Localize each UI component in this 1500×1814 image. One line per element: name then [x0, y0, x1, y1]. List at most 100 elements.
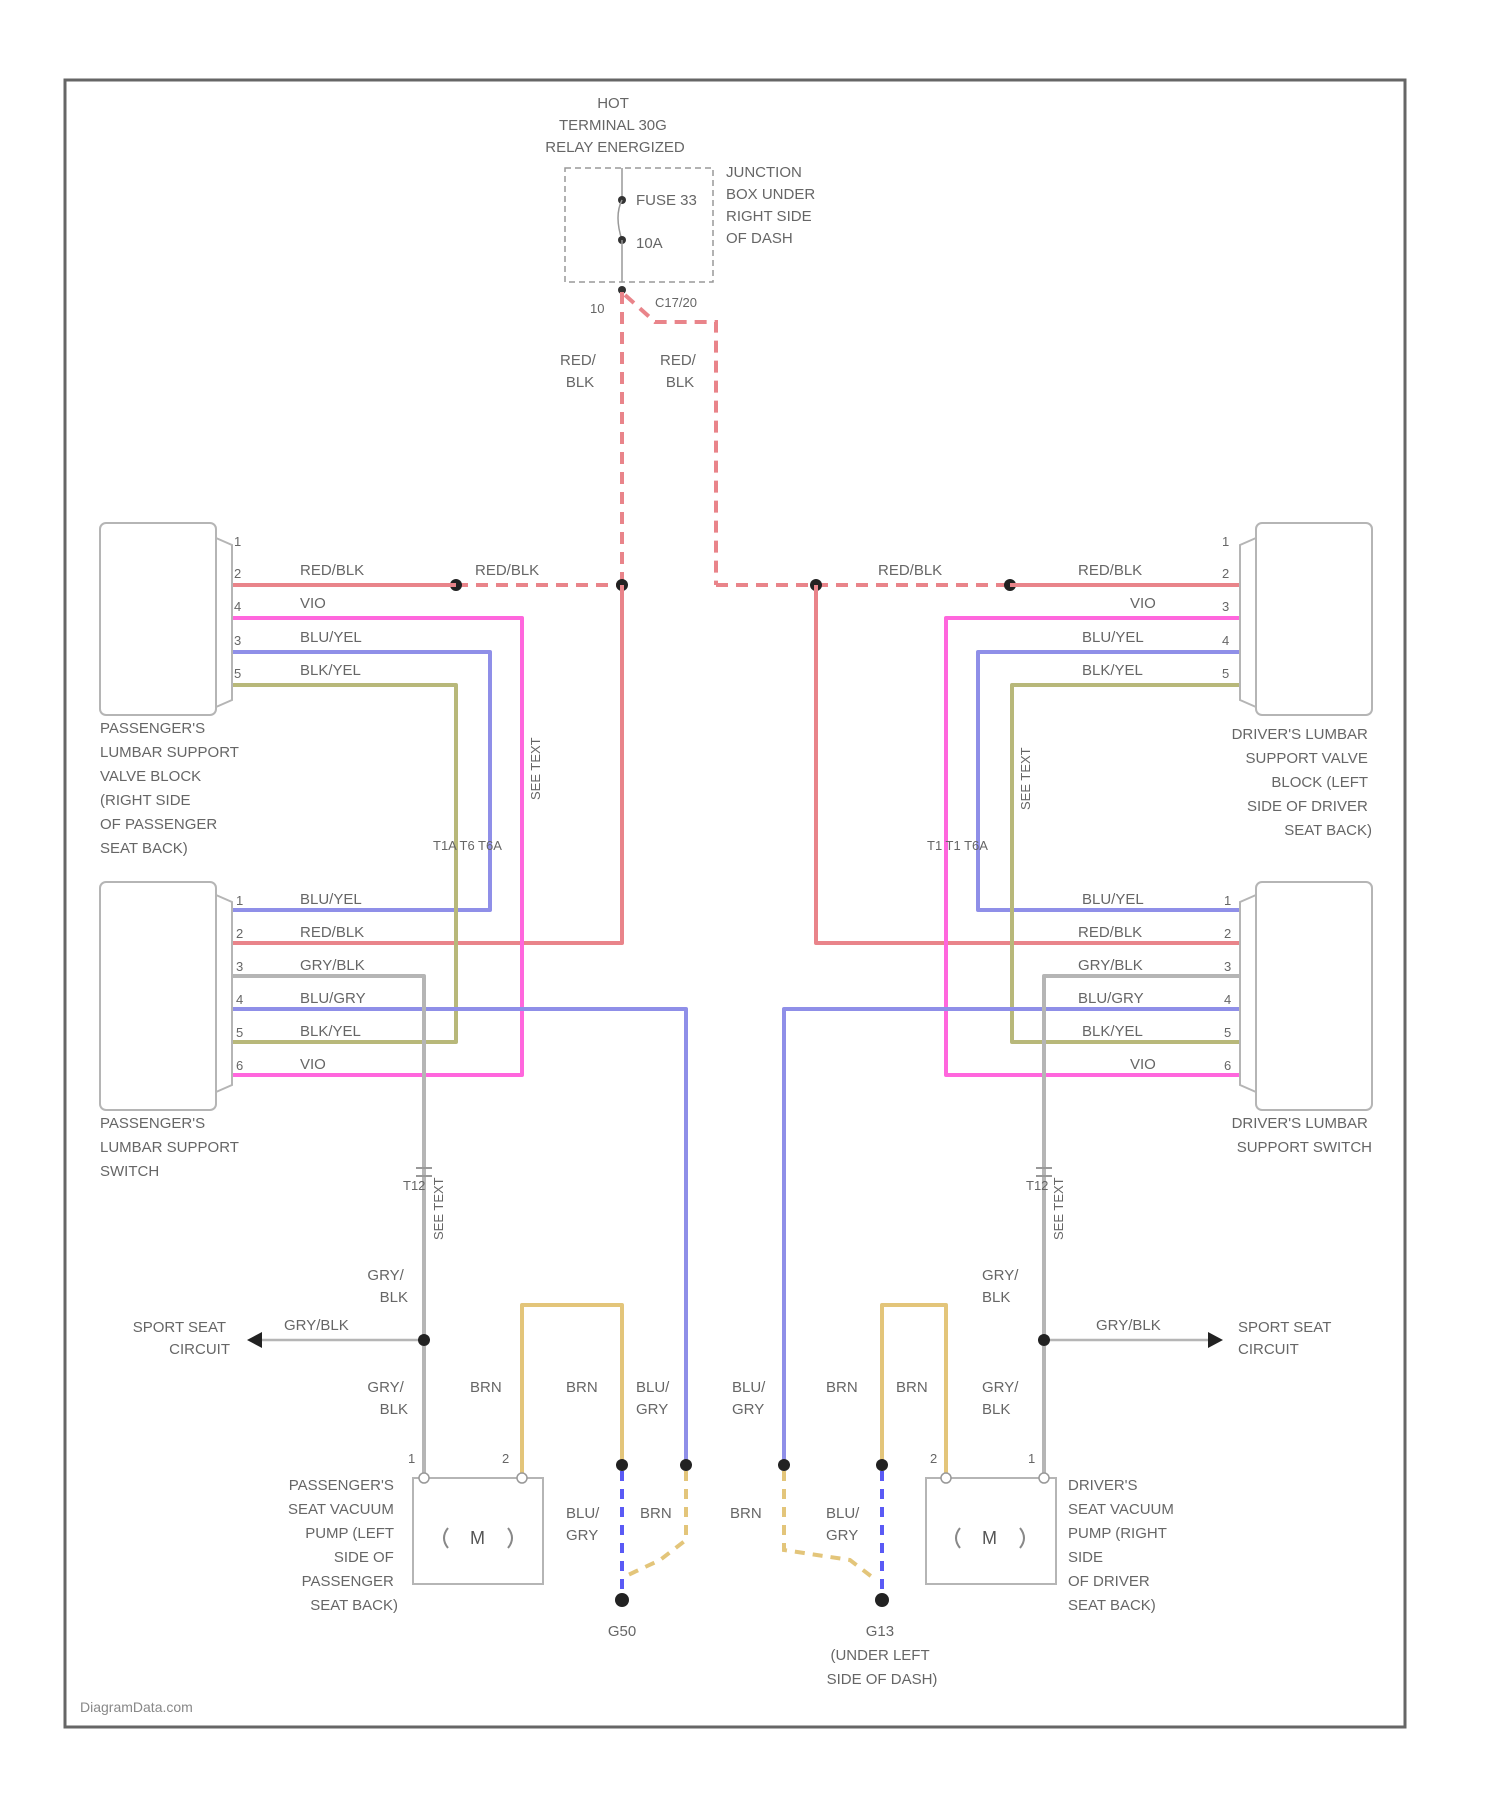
dp-pin-2-marker — [941, 1473, 951, 1483]
ps-pin-4: 4 — [236, 992, 243, 1007]
left-sport-wire: GRY/BLK — [284, 1317, 349, 1334]
passenger-gry-tag: SEE TEXT — [431, 1177, 446, 1240]
dv-pin-5: 5 — [1222, 666, 1229, 681]
pp-pin-1: 1 — [408, 1451, 415, 1466]
passenger-switch-connector — [216, 895, 232, 1092]
blu-gry-label-2: BLU/ GRY — [732, 1379, 770, 1418]
pv-pin-4: 4 — [234, 599, 241, 614]
ps-wire-1: BLU/YEL — [300, 891, 362, 908]
pp-pin-2-marker — [517, 1473, 527, 1483]
ps-pin-1: 1 — [236, 893, 243, 908]
driver-pump-label: DRIVER'S SEAT VACUUM PUMP (RIGHT SIDE OF… — [1068, 1477, 1178, 1614]
brn-label-4: BRN — [896, 1379, 928, 1396]
node-blu-right — [778, 1459, 790, 1471]
brn-label-3: BRN — [826, 1379, 858, 1396]
blu-gry-label-1: BLU/ GRY — [636, 1379, 674, 1418]
ds-wire-5: BLK/YEL — [1082, 1023, 1143, 1040]
driver-lumbar-switch — [1256, 882, 1372, 1110]
ds-pin-4: 4 — [1224, 992, 1231, 1007]
ps-pin-5: 5 — [236, 1025, 243, 1040]
pv-wire-vio: VIO — [300, 595, 326, 612]
ds-pin-5: 5 — [1224, 1025, 1231, 1040]
ground-g13 — [875, 1593, 889, 1607]
dv-wire-blkyel: BLK/YEL — [1082, 662, 1143, 679]
ds-wire-2: RED/BLK — [1078, 924, 1142, 941]
blu-gry-label-4: BLU/ GRY — [826, 1505, 864, 1544]
feed-label-right-horizontal: RED/BLK — [878, 562, 942, 579]
diagram-frame — [65, 80, 1405, 1727]
pp-pin-1-marker — [419, 1473, 429, 1483]
ds-wire-3: GRY/BLK — [1078, 957, 1143, 974]
ds-pin-1: 1 — [1224, 893, 1231, 908]
node-brn-right — [876, 1459, 888, 1471]
ds-wire-1: BLU/YEL — [1082, 891, 1144, 908]
ps-wire-4: BLU/GRY — [300, 990, 366, 1007]
feed-label-left-horizontal: RED/BLK — [475, 562, 539, 579]
fuse-name: FUSE 33 — [636, 192, 697, 209]
ds-pin-3: 3 — [1224, 959, 1231, 974]
dp-pin-1: 1 — [1028, 1451, 1035, 1466]
ps-pin-6: 6 — [236, 1058, 243, 1073]
passenger-pump-label: PASSENGER'S SEAT VACUUM PUMP (LEFT SIDE … — [288, 1477, 398, 1614]
feed-label-left: RED/ BLK — [560, 352, 600, 391]
pp-pin-2: 2 — [502, 1451, 509, 1466]
left-splice-tag: T12 — [403, 1178, 425, 1193]
right-arrow-icon — [1208, 1332, 1223, 1348]
driver-gry-tag: SEE TEXT — [1051, 1177, 1066, 1240]
fuse-pin-right: C17/20 — [655, 295, 697, 310]
pv-wire-red: RED/BLK — [300, 562, 364, 579]
ground-right-label: G13 (UNDER LEFT SIDE OF DASH) — [827, 1623, 938, 1688]
brn-label-2: BRN — [566, 1379, 598, 1396]
right-sport-splice — [1038, 1334, 1050, 1346]
pv-pin-1: 1 — [234, 534, 241, 549]
ds-pin-2: 2 — [1224, 926, 1231, 941]
brn-label-1: BRN — [470, 1379, 502, 1396]
driver-valve-label: DRIVER'S LUMBAR SUPPORT VALVE BLOCK (LEF… — [1232, 726, 1372, 839]
right-sport-wire: GRY/BLK — [1096, 1317, 1161, 1334]
driver-valve-block — [1256, 523, 1372, 715]
ps-pin-3: 3 — [236, 959, 243, 974]
brn-label-5: BRN — [640, 1505, 672, 1522]
left-arrow-icon — [247, 1332, 262, 1348]
driver-vio-tag: SEE TEXT — [1018, 747, 1033, 810]
pv-pin-2: 2 — [234, 566, 241, 581]
dv-pin-3: 3 — [1222, 599, 1229, 614]
dv-wire-vio: VIO — [1130, 595, 1156, 612]
svg-text:M: M — [982, 1528, 997, 1548]
feed-label-right: RED/ BLK — [660, 352, 700, 391]
junction-box-outline — [565, 168, 713, 282]
passenger-valve-label: PASSENGER'S LUMBAR SUPPORT VALVE BLOCK (… — [100, 720, 243, 857]
fuse-pin-left: 10 — [590, 301, 604, 316]
driver-switch-connector — [1240, 895, 1256, 1092]
left-sport-label: SPORT SEAT CIRCUIT — [133, 1319, 230, 1358]
dv-pin-2: 2 — [1222, 566, 1229, 581]
left-sport-splice — [418, 1334, 430, 1346]
dv-pin-4: 4 — [1222, 633, 1229, 648]
passenger-inline-connectors: T1A T6 T6A — [433, 838, 502, 853]
fuse-rating: 10A — [636, 235, 663, 252]
passenger-lumbar-switch — [100, 882, 216, 1110]
svg-text:M: M — [470, 1528, 485, 1548]
passenger-vio-tag: SEE TEXT — [528, 737, 543, 800]
passenger-valve-block — [100, 523, 216, 715]
dv-wire-red: RED/BLK — [1078, 562, 1142, 579]
power-feed-wires — [456, 292, 1010, 585]
node-blu-left — [680, 1459, 692, 1471]
ds-wire-6: VIO — [1130, 1056, 1156, 1073]
brn-label-6: BRN — [730, 1505, 762, 1522]
ps-wire-2: RED/BLK — [300, 924, 364, 941]
pv-pin-5: 5 — [234, 666, 241, 681]
right-sport-label: SPORT SEAT CIRCUIT — [1238, 1319, 1335, 1358]
left-gry-label-upper: GRY/ BLK — [367, 1267, 408, 1306]
hot-label: HOT TERMINAL 30G RELAY ENERGIZED — [545, 95, 685, 156]
dp-pin-1-marker — [1039, 1473, 1049, 1483]
driver-inline-connectors: T1 T1 T6A — [927, 838, 988, 853]
pv-wire-bluyel: BLU/YEL — [300, 629, 362, 646]
ps-wire-6: VIO — [300, 1056, 326, 1073]
node-brn-left — [616, 1459, 628, 1471]
blu-gry-label-3: BLU/ GRY — [566, 1505, 604, 1544]
right-gry-label-lower: GRY/ BLK — [982, 1379, 1023, 1418]
ground-g50 — [615, 1593, 629, 1607]
ds-pin-6: 6 — [1224, 1058, 1231, 1073]
